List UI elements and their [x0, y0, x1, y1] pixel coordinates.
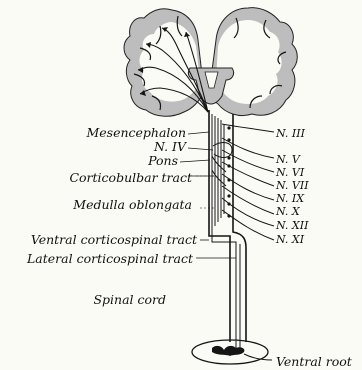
cranial-nerve-fibers [222, 124, 274, 240]
label-pons: Pons [147, 153, 178, 168]
label-mesencephalon: Mesencephalon [85, 125, 186, 140]
label-ventral-root: Ventral root [276, 354, 353, 369]
spinal-tracts [212, 236, 240, 350]
label-n-ix: N. IX [275, 192, 305, 205]
label-n-xii: N. XII [275, 219, 309, 232]
label-corticobulbar-tract: Corticobulbar tract [69, 170, 193, 185]
ventral-root-fibers [244, 354, 272, 360]
label-n-iii: N. III [275, 127, 306, 140]
label-n-iv: N. IV [153, 139, 188, 154]
dashed-leaders [196, 176, 216, 208]
label-n-vii: N. VII [275, 179, 309, 192]
label-medulla-oblongata: Medulla oblongata [72, 197, 192, 212]
label-lateral-corticospinal-tract: Lateral corticospinal tract [26, 251, 194, 266]
brain-section [124, 8, 297, 117]
cross-section-gray [212, 346, 244, 356]
corticobulbar-fibers [212, 114, 224, 236]
label-ventral-corticospinal-tract: Ventral corticospinal tract [31, 232, 198, 247]
label-n-vi: N. VI [275, 166, 305, 179]
spinal-cross-section [192, 340, 272, 364]
label-n-xi: N. XI [275, 233, 305, 246]
label-spinal-cord: Spinal cord [93, 292, 166, 307]
label-n-x: N. X [275, 205, 301, 218]
label-n-v: N. V [275, 153, 301, 166]
